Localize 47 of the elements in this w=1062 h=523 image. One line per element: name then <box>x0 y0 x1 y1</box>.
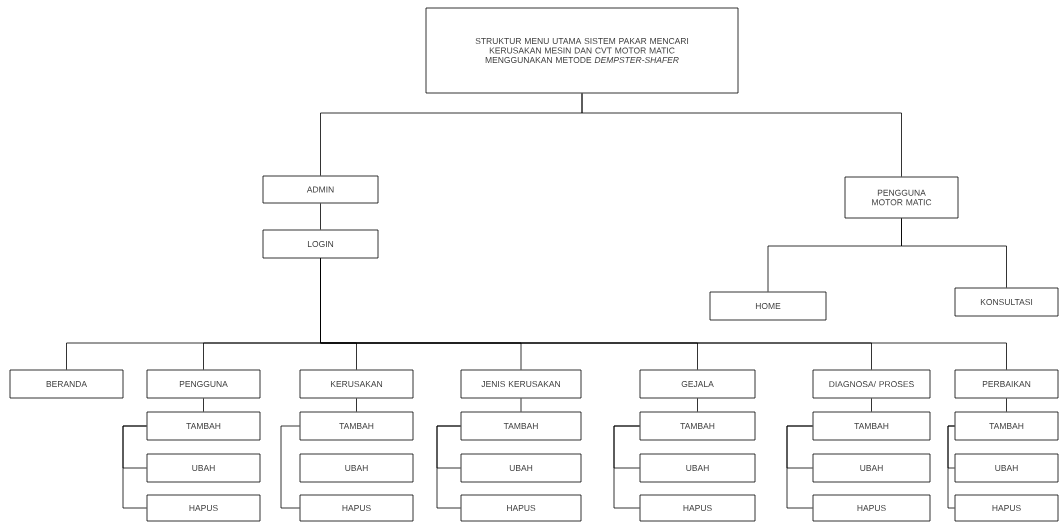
connector-line <box>436 425 461 509</box>
menu-box: PERBAIKAN <box>954 369 1059 399</box>
menu-box: HOME <box>709 291 827 321</box>
connector-line <box>520 398 522 412</box>
connector-line <box>901 218 1007 288</box>
menu-box: ADMIN <box>262 175 379 204</box>
menu-box: HAPUS <box>639 494 756 522</box>
menu-box: HAPUS <box>954 494 1059 522</box>
menu-box: UBAH <box>639 453 756 483</box>
menu-box: HAPUS <box>299 494 414 522</box>
menu-box: TAMBAH <box>460 411 582 441</box>
menu-box: JENIS KERUSAKAN <box>460 369 582 399</box>
menu-box: PENGGUNA <box>146 369 261 399</box>
connector-line <box>613 425 640 509</box>
menu-box: KERUSAKAN <box>299 369 414 399</box>
menu-box: TAMBAH <box>954 411 1059 441</box>
menu-box: GEJALA <box>639 369 756 399</box>
connector-line <box>871 398 872 412</box>
menu-box: UBAH <box>812 453 931 483</box>
menu-box: TAMBAH <box>299 411 414 441</box>
connector-line <box>356 398 357 412</box>
title-box: STRUKTUR MENU UTAMA SISTEM PAKAR MENCARI KERUSAKAN MESIN DAN CVT MOTOR MATIC MENGGUNAKAN METODE DEMPSTER-SHAFER <box>425 7 739 94</box>
menu-box: LOGIN <box>262 229 379 259</box>
menu-box: UBAH <box>460 453 582 483</box>
connector-line <box>320 258 1007 370</box>
connector-line <box>203 398 204 412</box>
connector-line <box>786 425 813 509</box>
connector-line <box>581 93 902 177</box>
connector-line <box>122 425 147 509</box>
menu-box: DIAGNOSA/ PROSES <box>812 369 931 399</box>
connector-line <box>320 203 321 230</box>
connector-line <box>1006 398 1007 412</box>
connector-line <box>947 425 955 509</box>
connector-line <box>280 425 300 509</box>
menu-box: UBAH <box>146 453 261 483</box>
menu-box: UBAH <box>954 453 1059 483</box>
menu-box: UBAH <box>299 453 414 483</box>
menu-box: TAMBAH <box>639 411 756 441</box>
connector-line <box>697 398 698 412</box>
menu-box: HAPUS <box>812 494 931 522</box>
menu-box: TAMBAH <box>146 411 261 441</box>
menu-box: KONSULTASI <box>954 287 1059 317</box>
menu-box: BERANDA <box>9 369 124 399</box>
menu-box: TAMBAH <box>812 411 931 441</box>
menu-box: HAPUS <box>460 494 582 522</box>
menu-box: HAPUS <box>146 494 261 522</box>
menu-box: PENGGUNA MOTOR MATIC <box>844 176 959 219</box>
